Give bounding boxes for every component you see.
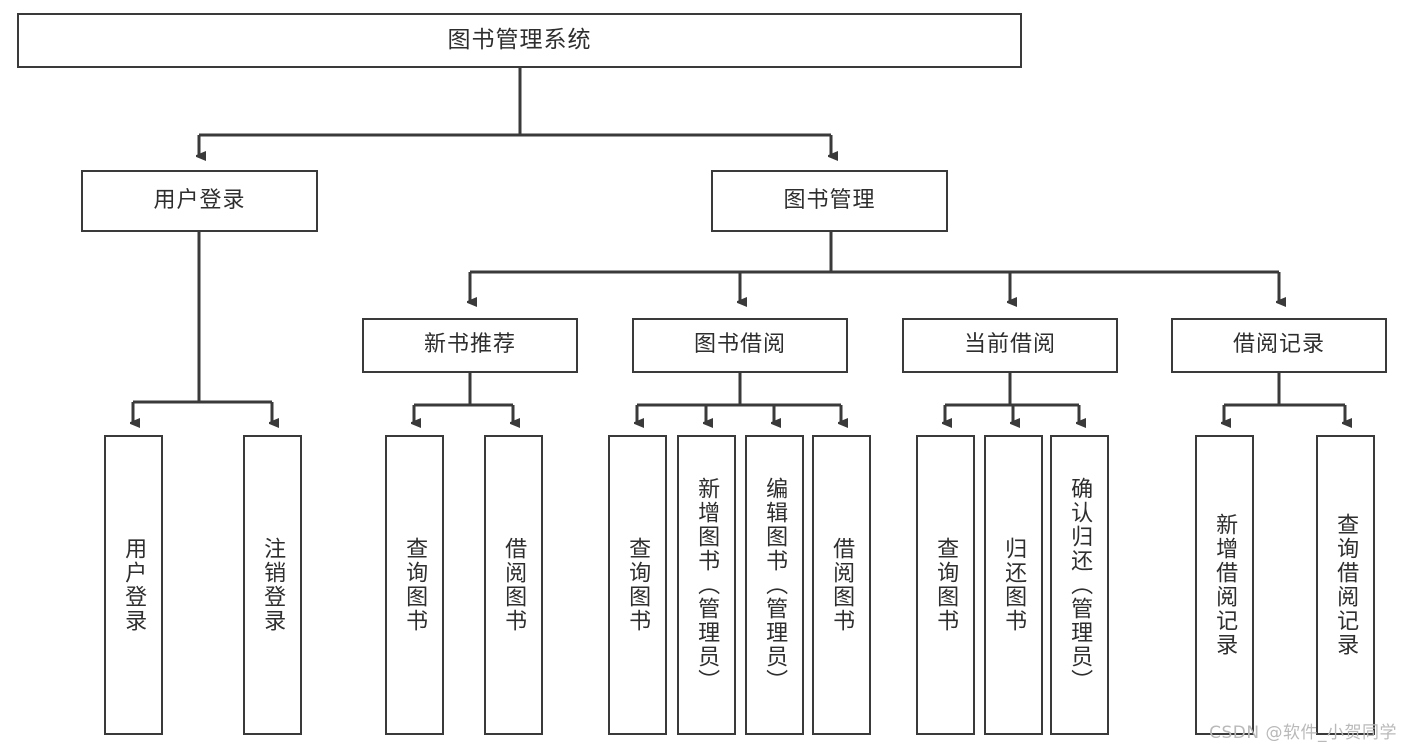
node-label: 注销登录 [260, 537, 286, 633]
node-label: 新书推荐 [423, 332, 516, 358]
node-label: 图书借阅 [693, 332, 786, 358]
leaf-logout[interactable]: 注销登录 [243, 435, 302, 735]
node-book-management[interactable]: 图书管理 [711, 170, 948, 232]
node-label: 查询图书 [402, 537, 428, 633]
node-book-borrowing[interactable]: 图书借阅 [632, 318, 848, 373]
node-label: 编辑图书（管理员） [762, 477, 788, 693]
node-label: 用户登录 [121, 537, 147, 633]
node-label: 借阅图书 [829, 537, 855, 633]
leaf-query-book-current[interactable]: 查询图书 [916, 435, 975, 735]
leaf-return-book[interactable]: 归还图书 [984, 435, 1043, 735]
node-label: 图书管理 [783, 187, 876, 213]
node-label: 借阅图书 [501, 537, 527, 633]
node-label: 借阅记录 [1232, 332, 1325, 358]
leaf-query-book-borrow[interactable]: 查询图书 [608, 435, 667, 735]
watermark-text: CSDN @软件_小贺同学 [1209, 723, 1397, 743]
node-label: 当前借阅 [963, 332, 1056, 358]
node-label: 查询借阅记录 [1333, 513, 1359, 657]
leaf-add-borrow-record[interactable]: 新增借阅记录 [1195, 435, 1254, 735]
leaf-confirm-return-admin[interactable]: 确认归还（管理员） [1050, 435, 1109, 735]
leaf-borrow-book[interactable]: 借阅图书 [812, 435, 871, 735]
leaf-edit-book-admin[interactable]: 编辑图书（管理员） [745, 435, 804, 735]
node-new-book-recommendation[interactable]: 新书推荐 [362, 318, 578, 373]
node-root-book-management-system[interactable]: 图书管理系统 [17, 13, 1022, 68]
leaf-query-borrow-record[interactable]: 查询借阅记录 [1316, 435, 1375, 735]
node-label: 确认归还（管理员） [1067, 477, 1093, 693]
leaf-add-book-admin[interactable]: 新增图书（管理员） [677, 435, 736, 735]
node-label: 查询图书 [933, 537, 959, 633]
leaf-query-book-recommend[interactable]: 查询图书 [385, 435, 444, 735]
node-label: 新增借阅记录 [1212, 513, 1238, 657]
node-label: 用户登录 [153, 187, 246, 213]
leaf-borrow-book-recommend[interactable]: 借阅图书 [484, 435, 543, 735]
node-user-login[interactable]: 用户登录 [81, 170, 318, 232]
leaf-user-login[interactable]: 用户登录 [104, 435, 163, 735]
node-label: 归还图书 [1001, 537, 1027, 633]
node-label: 查询图书 [625, 537, 651, 633]
node-current-borrowing[interactable]: 当前借阅 [902, 318, 1118, 373]
node-borrow-records[interactable]: 借阅记录 [1171, 318, 1387, 373]
node-label: 新增图书（管理员） [694, 477, 720, 693]
node-label: 图书管理系统 [447, 26, 592, 53]
